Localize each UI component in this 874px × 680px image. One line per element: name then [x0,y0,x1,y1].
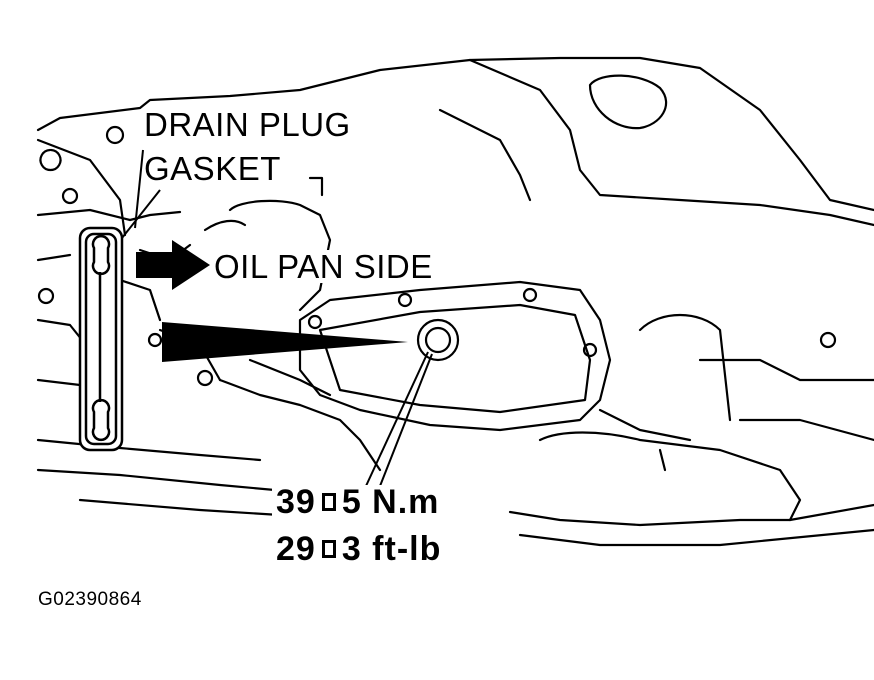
engine-block-lower-edge [36,208,182,222]
torque-metric-minor: 5 N.m [341,483,440,521]
drain-plug-bolt [416,318,460,362]
transmission-housing [468,58,874,227]
gasket-leader [121,189,161,239]
drain-plug-pointer [162,322,408,362]
torque-leader-right [379,353,433,487]
gasket-label: GASKET [144,150,281,187]
oil-pan-flange [298,280,612,432]
square-glyph-icon [321,493,336,511]
torque-leader-left [365,351,429,487]
figure-id: G02390864 [38,589,142,610]
exhaust-pipe [228,199,332,312]
torque-metric-major: 39 [276,483,316,521]
torque-imperial-major: 29 [276,530,316,568]
torque-imperial-minor: 3 ft-lb [341,530,442,568]
torque-metric: 39 5 N.m [272,483,444,521]
torque-imperial: 29 3 ft-lb [272,530,446,568]
crossmember [538,431,802,522]
oil-pan-side-arrow [136,240,210,290]
square-glyph-icon [321,540,336,558]
drain-plug-leader [134,149,144,229]
drain-plug-label: DRAIN PLUG [144,106,351,143]
gasket-detail [78,226,124,452]
oil-pan-side-label: OIL PAN SIDE [212,248,435,285]
bracket-left [36,138,127,237]
